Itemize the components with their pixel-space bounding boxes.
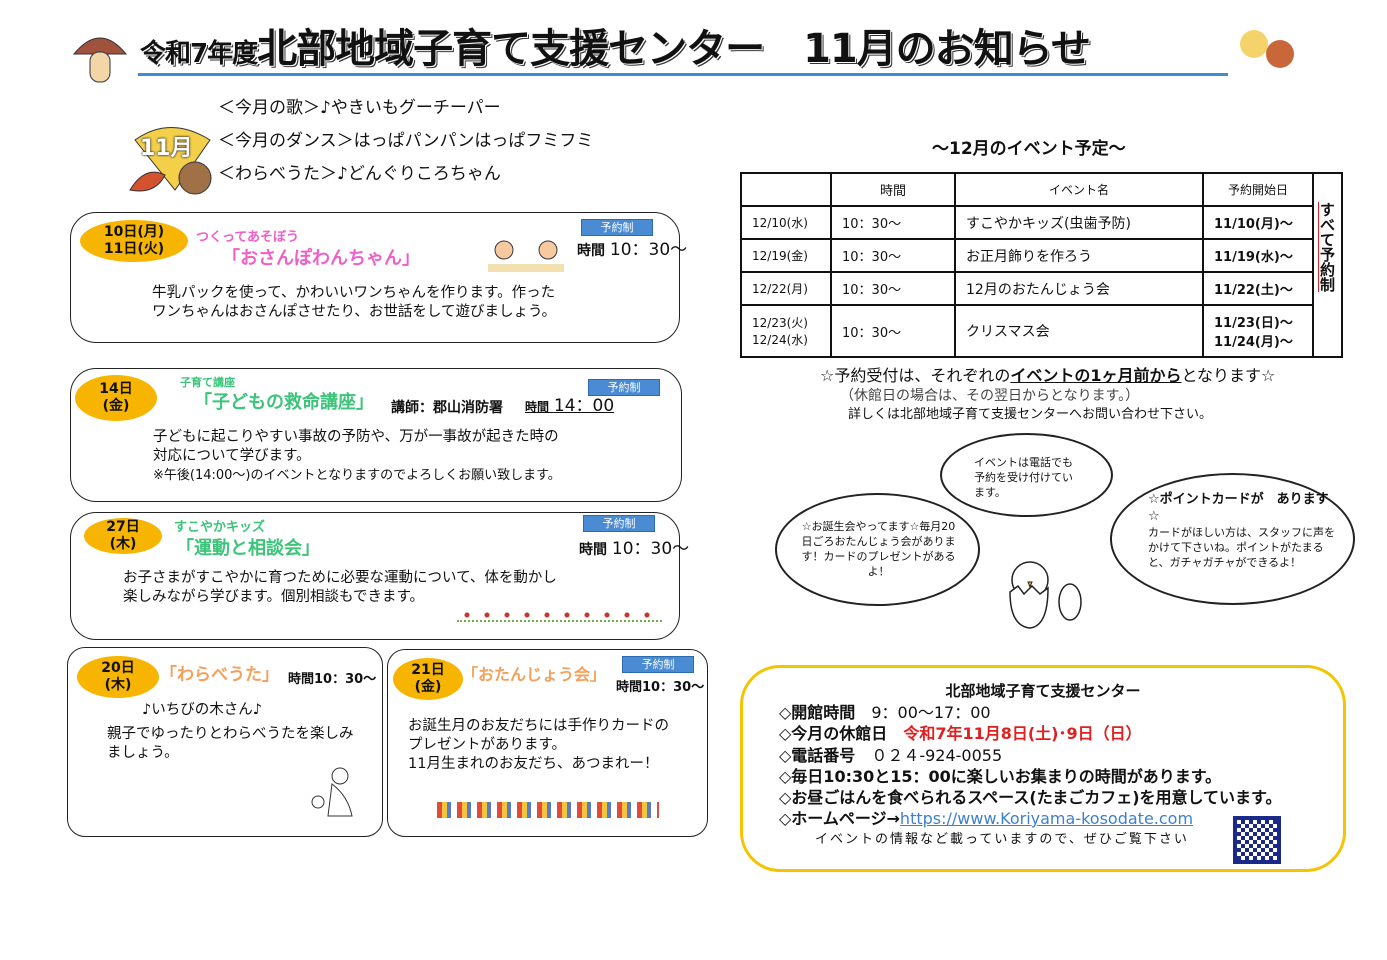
event-title: 「わらべうた」	[160, 665, 279, 685]
event-description: 親子でゆったりとわらべうたを楽しみましょう。	[107, 726, 354, 761]
date-oval: 27日(木)	[84, 518, 162, 554]
event-description: 子どもに起こりやすい事故の予防や、万が一事故が起きた時の対応について学びます。※…	[153, 429, 561, 483]
phone-number: ◇電話番号 ０２４-924-0055	[779, 746, 1003, 765]
date-oval: 21日(金)	[393, 658, 463, 700]
event-subtitle: 子育て講座	[180, 376, 235, 389]
december-heading: ～12月のイベント予定～	[932, 139, 1126, 159]
homepage-line: ◇ホームページ→https://www.Koriyama-kosodate.co…	[779, 809, 1194, 828]
speech-bubble-birthday: ☆お誕生会やってます☆毎月20日ごろおたんじょう会があります！カードのプレゼント…	[775, 493, 980, 606]
party-decoration	[437, 802, 659, 818]
event-time: 時間 14：00	[525, 396, 615, 416]
closed-day-note: （休館日の場合は、その翌日からとなります。）	[840, 388, 1140, 404]
lecturer: 講師：郡山消防署	[391, 400, 503, 416]
event-time: 時間 10：30～	[579, 539, 690, 559]
event-subtitle: つくってあそぼう	[196, 230, 299, 245]
all-reservation-note: すべて予約制	[1318, 202, 1336, 292]
opening-hours: ◇開館時間 9：00～17：00	[779, 703, 991, 722]
reservation-badge: 予約制	[588, 379, 660, 396]
speech-bubble-phone: イベントは電話でも予約を受け付けています。	[940, 433, 1113, 517]
table-row: 12/10(水)10：30～すこやかキッズ(虫歯予防)11/10(月)～	[740, 205, 1342, 240]
event-title: 「運動と相談会」	[176, 538, 320, 559]
reservation-badge: 予約制	[622, 656, 694, 673]
cafe-note: ◇お昼ごはんを食べられるスペース(たまごカフェ)を用意しています。	[779, 788, 1282, 807]
event-title: 「おたんじょう会」	[462, 665, 607, 684]
title-underline	[138, 73, 1228, 76]
dance-of-month: ＜今月のダンス＞はっぱパンパンはっぱフミフミ	[218, 131, 594, 151]
children-illustration	[486, 238, 566, 274]
page-title: 令和7年度北部地域子育て支援センター 11月のお知らせ	[140, 26, 1091, 72]
date-oval: 20日(木)	[77, 656, 159, 698]
date-oval: 14日(金)	[75, 375, 157, 421]
event-description: お子さまがすこやかに育つために必要な運動について、体を動かし楽しみながら学びます…	[123, 570, 557, 605]
contact-note: 詳しくは北部地域子育て支援センターへお問い合わせ下さい。	[848, 407, 1213, 422]
event-title: 「おさんぽわんちゃん」	[222, 248, 420, 269]
event-card-1	[70, 212, 680, 343]
month-badge: 11月	[140, 136, 193, 161]
reservation-badge: 予約制	[583, 515, 655, 532]
warabeuta-of-month: ＜わらべうた＞♪どんぐりころちゃん	[218, 164, 501, 184]
closed-days: ◇今月の休館日 令和7年11月8日(土)･9日（日）	[779, 724, 1142, 743]
gathering-note: ◇毎日10:30と15：00に楽しいお集まりの時間があります。	[779, 767, 1222, 786]
december-events-table: 時間イベント名予約開始日すべて予約制 12/10(水)10：30～すこやかキッズ…	[740, 172, 1343, 358]
song-title: ♪いちびの木さん♪	[142, 702, 263, 718]
reservation-badge: 予約制	[581, 219, 653, 236]
ginkgo-leaf-icon	[125, 120, 215, 200]
parent-child-illustration	[308, 766, 358, 818]
mushroom-icon	[70, 28, 130, 84]
qr-code-icon[interactable]	[1233, 816, 1281, 864]
event-time: 時間10：30～	[616, 680, 705, 695]
table-header-row: 時間イベント名予約開始日すべて予約制	[740, 172, 1343, 358]
flower-garland-decoration	[457, 608, 662, 622]
event-description: お誕生月のお友だちには手作りカードのプレゼントがあります。11月生まれのお友だち…	[408, 718, 669, 772]
squirrel-icon	[1236, 24, 1298, 76]
homepage-note: イベントの情報など載っていますので、ぜひご覧下さい	[815, 832, 1189, 847]
reservation-note: ☆予約受付は、それぞれのイベントの1ヶ月前からとなります☆	[820, 366, 1276, 385]
date-oval: 10日(月)11日(火)	[80, 220, 188, 262]
song-of-month: ＜今月の歌＞♪やきいもグーチーパー	[218, 98, 501, 118]
event-subtitle: すこやかキッズ	[174, 520, 266, 535]
event-card-2	[70, 368, 682, 502]
chick-illustration	[1000, 550, 1085, 630]
speech-bubble-point-card: ☆ポイントカードが あります☆カードがほしい方は、スタッフに声をかけて下さいね。…	[1110, 473, 1355, 605]
event-description: 牛乳パックを使って、かわいいワンちゃんを作ります。作ったワンちゃんはおさんぽさせ…	[152, 285, 557, 320]
event-title: 「子どもの救命講座」	[194, 392, 374, 413]
event-time: 時間10：30～	[288, 672, 377, 687]
homepage-link[interactable]: https://www.Koriyama-kosodate.com	[899, 809, 1194, 828]
center-name: 北部地域子育て支援センター	[945, 682, 1141, 700]
center-info-box: 北部地域子育て支援センター ◇開館時間 9：00～17：00 ◇今月の休館日 令…	[740, 665, 1346, 872]
event-time: 時間 10：30～	[577, 240, 688, 260]
